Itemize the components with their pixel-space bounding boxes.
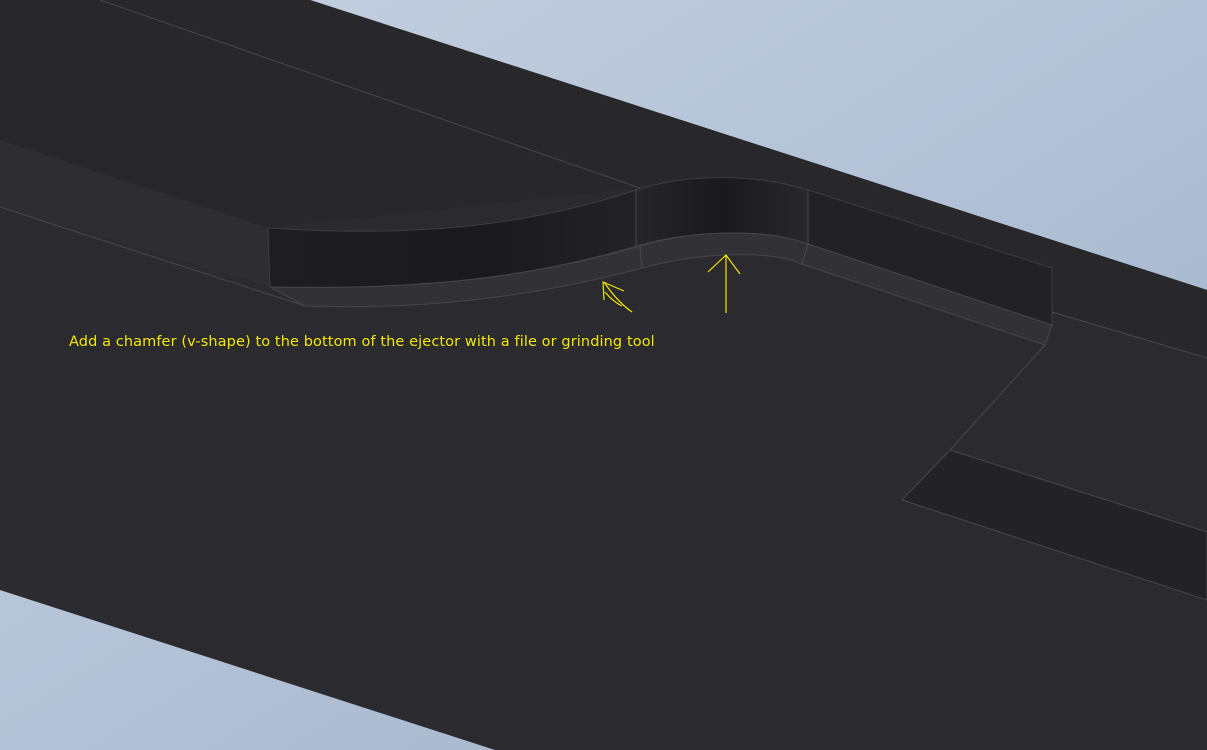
- arrow-up-left-icon: [602, 281, 633, 313]
- annotation-text: Add a chamfer (v-shape) to the bottom of…: [69, 334, 655, 350]
- model-edges: [0, 0, 1207, 451]
- ejector-bottom-chamfer: [269, 232, 1053, 346]
- arrow-up-icon: [707, 254, 741, 313]
- part-slot: [901, 449, 1207, 601]
- part-rear-step: [0, 0, 1207, 358]
- part-left-rail: [0, 140, 270, 287]
